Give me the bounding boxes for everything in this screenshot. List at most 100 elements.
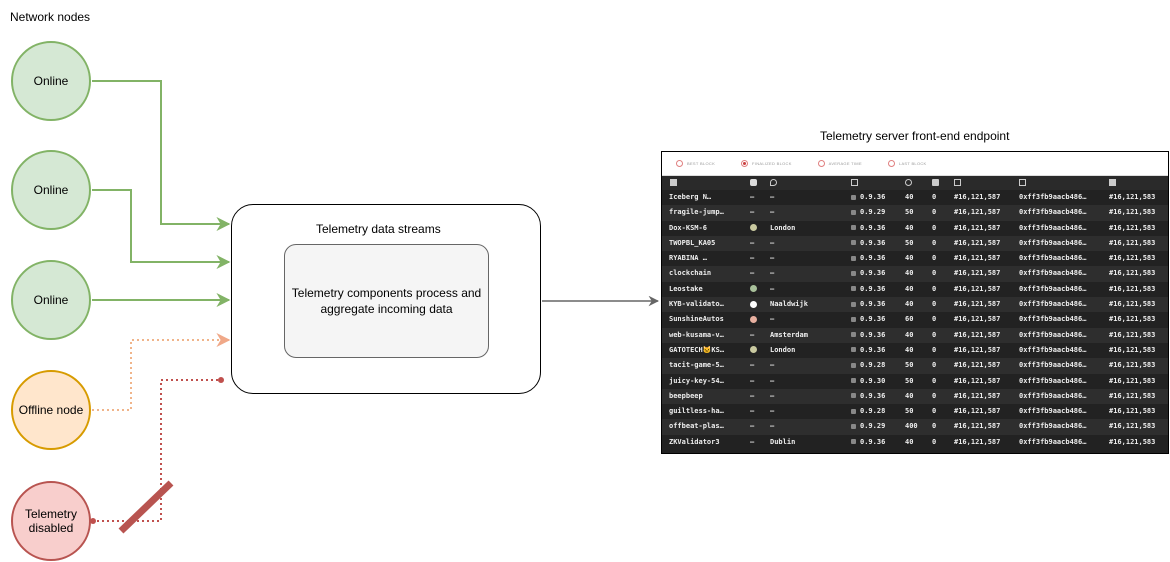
version-icon[interactable] [851,179,858,186]
location-cell: Dublin [770,437,796,446]
version-cell: 0.9.36 [851,346,885,354]
hash-cell: 0xff3fb9aacb486… [1019,300,1087,309]
txs-cell: 0 [932,284,937,293]
location-cell: – [770,361,775,370]
finalized-cell: #16,121,583 [1109,361,1156,370]
cube-icon [851,439,856,445]
peers-cell: 40 [905,330,914,339]
location-cell: – [770,238,775,247]
cube-icon [851,316,856,322]
finalized-cell: #16,121,583 [1109,223,1156,232]
node-name: juicy-key-54… [669,376,724,385]
cube-icon [851,286,856,292]
wire-disabled-end [218,377,224,383]
hash-cell: 0xff3fb9aacb486… [1019,315,1087,324]
cube-icon [851,209,856,215]
version-cell: 0.9.36 [851,331,885,339]
block-cell: #16,121,587 [954,284,1001,293]
peers-cell: 40 [905,223,914,232]
file-icon[interactable] [1019,179,1026,186]
txs-cell: 0 [932,345,937,354]
finalized-icon[interactable] [1109,179,1116,186]
cube-icon [851,270,856,276]
cube-icon [851,194,856,200]
validator-badge-icon [750,300,757,308]
hash-cell: 0xff3fb9aacb486… [1019,238,1087,247]
peers-cell: 50 [905,361,914,370]
finalized-cell: #16,121,583 [1109,269,1156,278]
validator-cell: – [750,391,755,400]
node-name: Dox-KSM-6 [669,223,707,232]
validator-badge-icon [750,224,757,232]
finalized-cell: #16,121,583 [1109,345,1156,354]
peers-cell: 40 [905,437,914,446]
block-cell: #16,121,587 [954,269,1001,278]
block-icon[interactable] [954,179,961,186]
node-telemetry-disabled: Telemetry disabled [11,481,91,561]
txs-cell: 0 [932,361,937,370]
legend-last-block: Last block [887,160,927,167]
validator-cell [750,224,757,232]
validator-badge-icon [750,315,757,323]
block-cell: #16,121,587 [954,330,1001,339]
txs-cell: 0 [932,223,937,232]
validator-cell: – [750,361,755,370]
block-cell: #16,121,587 [954,315,1001,324]
peers-cell: 40 [905,300,914,309]
peers-icon[interactable] [905,179,912,186]
validator-cell: – [750,208,755,217]
txs-cell: 0 [932,269,937,278]
version-cell: 0.9.36 [851,224,885,232]
hash-cell: 0xff3fb9aacb486… [1019,330,1087,339]
hash-cell: 0xff3fb9aacb486… [1019,361,1087,370]
node-name-icon[interactable] [670,179,677,186]
node-online-3: Online [11,260,91,340]
peers-cell: 50 [905,238,914,247]
node-name: tacit-game-5… [669,361,724,370]
txs-cell: 0 [932,407,937,416]
cube-icon [851,408,856,414]
validator-cell: – [750,269,755,278]
validator-cell: – [750,437,755,446]
location-cell: – [770,269,775,278]
peers-cell: 40 [905,284,914,293]
txs-cell: 0 [932,422,937,431]
finalized-cell: #16,121,583 [1109,391,1156,400]
shield-icon[interactable] [750,179,757,186]
block-cell: #16,121,587 [954,407,1001,416]
finalized-cell: #16,121,583 [1109,315,1156,324]
version-cell: 0.9.36 [851,392,885,400]
process-box: Telemetry components process and aggrega… [284,244,489,358]
hash-cell: 0xff3fb9aacb486… [1019,193,1087,201]
inbox-icon[interactable] [932,179,939,186]
block-cell: #16,121,587 [954,223,1001,232]
cube-icon [851,393,856,399]
network-nodes-title: Network nodes [10,10,91,24]
location-cell: – [770,376,775,385]
validator-cell: – [750,238,755,247]
location-cell: – [770,193,775,201]
node-online-1: Online [11,41,91,121]
node-name: offbeat-plas… [669,422,724,431]
node-name: ZKValidator3 [669,437,720,446]
node-name: beepbeep [669,391,703,400]
location-icon[interactable] [770,179,777,186]
